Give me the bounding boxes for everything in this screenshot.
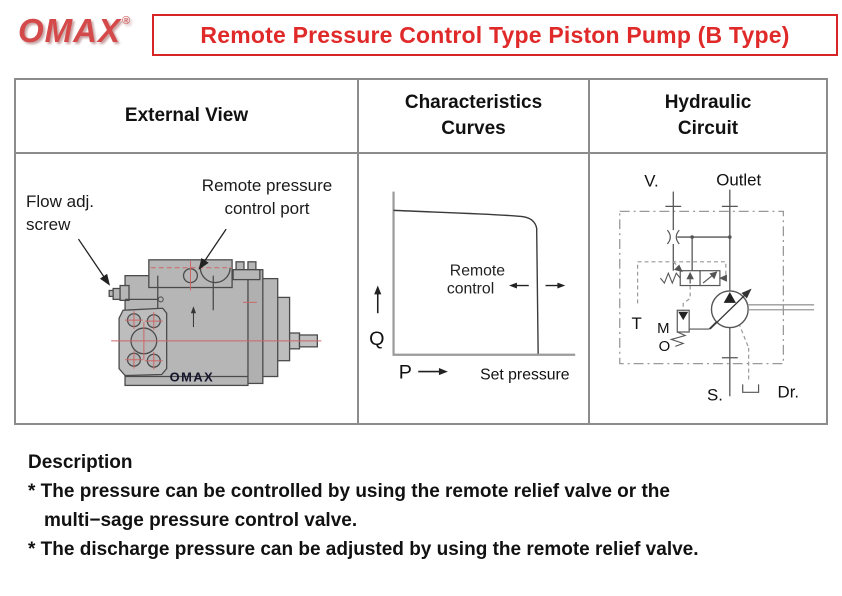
registered-trademark-icon: ® [122,15,132,27]
pump-illustration: OMAX [77,228,322,387]
pump-centerlines [111,260,322,370]
content-table: External View Characteristics Curves Hyd… [14,78,828,425]
remote-control-label-line1: Remote [450,263,505,280]
page-title-box: Remote Pressure Control Type Piston Pump… [152,14,838,56]
pilot-dashed-lines [637,261,750,380]
omax-logo: OMAX® [18,12,131,50]
port-label-m: M [657,321,669,337]
cell-hydraulic-circuit: V. Outlet T M O S. Dr. [590,154,826,423]
pq-curve [393,209,539,354]
pump-boundary-box [619,210,785,365]
set-pressure-label: Set pressure [480,366,570,383]
cell-external-view: OMAX Flow adj. screw Remote pressure con… [16,154,359,423]
y-axis-label: Q [369,328,384,350]
drive-shaft-lines [747,304,815,311]
port-label-outlet: Outlet [716,171,761,190]
remote-control-label-line2: control [447,280,494,297]
orifice-icon [666,229,680,245]
omax-logo-text: OMAX [18,12,121,49]
port-label-t: T [631,314,641,333]
adjust-right-arrow-icon [545,282,566,289]
adjust-left-arrow-icon [509,282,529,289]
pump-symbol [709,288,752,330]
y-axis-arrow-icon [374,285,382,314]
description-line: * The pressure can be controlled by usin… [28,481,670,502]
page-title: Remote Pressure Control Type Piston Pump… [200,21,790,48]
hydraulic-circuit-diagram: V. Outlet T M O S. Dr. [619,171,815,404]
description-section: Description * The pressure can be contro… [28,448,828,564]
port-label-s: S. [707,385,723,404]
x-axis-label: P [399,361,412,383]
port-lines [665,189,738,397]
callout-flow-adj-screw: Flow adj. screw [26,192,95,234]
pump-brand-text: OMAX [170,369,215,384]
junction-dot [728,235,732,239]
drain-symbol [742,384,760,393]
junction-dot [690,235,694,239]
description-line-continued: multi−sage pressure control valve. [44,510,358,531]
pump-body [108,259,318,387]
x-axis-arrow-icon [418,368,448,376]
header-label: External View [124,105,249,126]
port-label-dr: Dr. [778,382,800,401]
pq-curve-chart: Q P Set pressure Remote control [369,191,576,384]
description-heading: Description [28,452,133,473]
header-label: Hydraulic Circuit [664,92,752,139]
relief-valve-symbol [669,309,717,347]
cell-characteristics-curves: Q P Set pressure Remote control [359,154,590,423]
header-characteristics-curves: Characteristics Curves [359,80,590,154]
description-line: * The discharge pressure can be adjusted… [28,539,699,560]
header-hydraulic-circuit: Hydraulic Circuit [590,80,826,154]
callout-remote-pressure-control-port: Remote pressure control port [201,176,333,218]
callout-leader-lines [77,228,227,286]
header-label: Characteristics Curves [404,92,543,139]
header-external-view: External View [16,80,359,154]
port-label-o: O [659,339,671,355]
compensator-valve-symbol [659,264,727,287]
pump-direction-arrow [190,306,197,328]
port-label-v: V. [644,172,658,191]
chart-axes [392,191,576,356]
